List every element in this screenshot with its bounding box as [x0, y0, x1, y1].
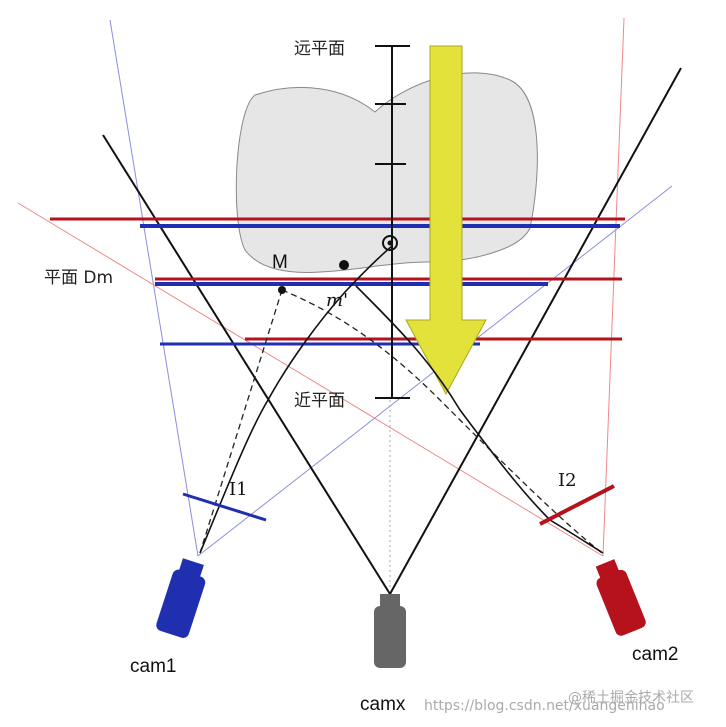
camx-view-left: [102, 134, 391, 595]
handdrawn-ray-cam1: [199, 245, 393, 554]
image-plane-1: [182, 492, 267, 522]
label-near-plane: 近平面: [294, 391, 345, 411]
label-point-m: M: [272, 252, 288, 273]
proj-dashed-cam1: [199, 289, 283, 554]
object-shape: [235, 72, 538, 273]
axis-target-ring: [382, 235, 398, 251]
cam2-camera: [595, 559, 646, 636]
cam2-frustum-left: [17, 202, 604, 557]
point-m-dot: [278, 286, 286, 294]
camx-view-right: [389, 67, 682, 595]
watermark-url: https://blog.csdn.net/xuangenihao: [424, 698, 665, 714]
label-cam1: cam1: [130, 656, 176, 677]
handdrawn-ray-cam2: [355, 285, 604, 554]
label-point-mprime: m': [326, 290, 348, 311]
label-image1: I1: [229, 479, 248, 500]
label-plane-dm: 平面 Dm: [44, 268, 113, 288]
label-image2: I2: [558, 470, 577, 491]
image-plane-2: [539, 484, 615, 526]
sweep-arrow: [405, 45, 487, 396]
cam1-frustum-left: [109, 19, 199, 557]
point-mprime-dot: [339, 260, 349, 270]
label-cam2: cam2: [632, 644, 678, 665]
camx-camera: [374, 594, 406, 668]
label-far-plane: 远平面: [294, 39, 345, 59]
watermark-site: @稀土掘金技术社区: [568, 690, 694, 706]
proj-dashed-cam2: [281, 289, 603, 554]
label-camx: camx: [360, 694, 406, 715]
cam1-camera: [156, 558, 206, 638]
axis-target-dot: [387, 240, 393, 246]
cam2-frustum-right: [602, 17, 625, 557]
